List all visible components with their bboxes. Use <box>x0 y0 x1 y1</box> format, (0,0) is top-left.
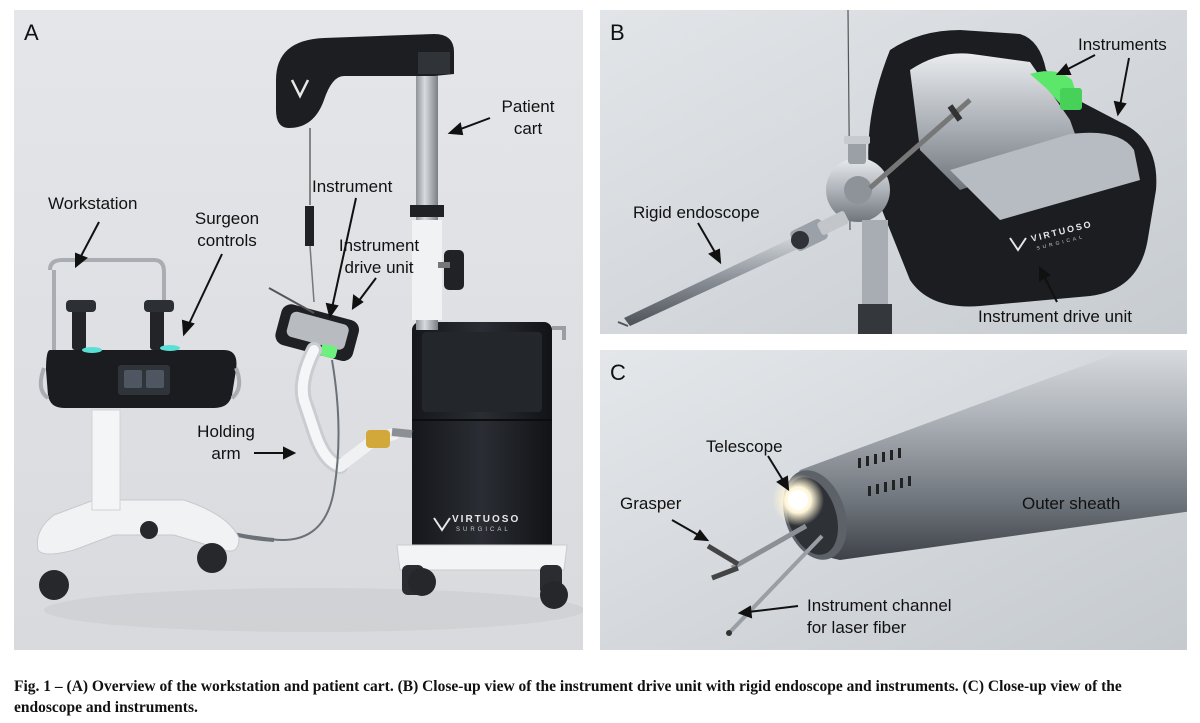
label-instrument-drive-unit-line2: drive unit <box>344 258 414 277</box>
label-holding-arm-line1: Holding <box>197 422 255 441</box>
panel-b-letter: B <box>610 20 625 45</box>
label-instrument-channel: Instrument channel for laser fiber <box>807 595 952 639</box>
label-workstation: Workstation <box>48 194 138 213</box>
label-telescope: Telescope <box>706 437 783 456</box>
label-surgeon-controls-line1: Surgeon <box>194 209 260 228</box>
label-holding-arm: Holding arm <box>186 421 266 465</box>
label-instrument-drive-unit-b: Instrument drive unit <box>978 307 1133 326</box>
panel-c-image <box>600 350 1187 650</box>
label-instruments: Instruments <box>1078 35 1167 54</box>
label-outer-sheath: Outer sheath <box>1022 494 1121 513</box>
panel-a-letter: A <box>24 20 39 45</box>
label-instrument-channel-line2: for laser fiber <box>807 618 907 637</box>
cart-brand-sub: SURGICAL <box>456 527 511 533</box>
label-holding-arm-line2: arm <box>211 444 241 463</box>
label-patient-cart-line1: Patient <box>501 97 555 116</box>
panel-c-letter: C <box>610 360 626 385</box>
figure-caption-label: Fig. 1 <box>14 678 52 695</box>
label-instrument-drive-unit: Instrument drive unit <box>326 235 432 279</box>
panel-a: A Workstation Surgeon controls Instrumen… <box>14 10 583 650</box>
label-surgeon-controls-line2: controls <box>197 231 257 250</box>
label-instrument-drive-unit-line1: Instrument <box>338 236 420 255</box>
label-grasper: Grasper <box>620 494 682 513</box>
label-rigid-endoscope: Rigid endoscope <box>633 203 760 222</box>
label-instrument: Instrument <box>312 177 393 196</box>
label-patient-cart-line2: cart <box>513 119 543 138</box>
figure-caption: Fig. 1 – (A) Overview of the workstation… <box>14 676 1189 718</box>
figure-caption-text: – (A) Overview of the workstation and pa… <box>14 678 1122 716</box>
panel-b: B Instruments Rigid endoscope Instrument… <box>600 10 1187 334</box>
panel-a-image <box>14 10 583 650</box>
cart-brand-text: VIRTUOSO <box>452 514 521 525</box>
label-surgeon-controls: Surgeon controls <box>182 208 272 252</box>
panel-c: C Telescope Grasper Outer sheath Instrum… <box>600 350 1187 650</box>
panel-b-image <box>600 10 1187 334</box>
label-instrument-channel-line1: Instrument channel <box>807 596 952 615</box>
label-patient-cart: Patient cart <box>490 96 566 140</box>
